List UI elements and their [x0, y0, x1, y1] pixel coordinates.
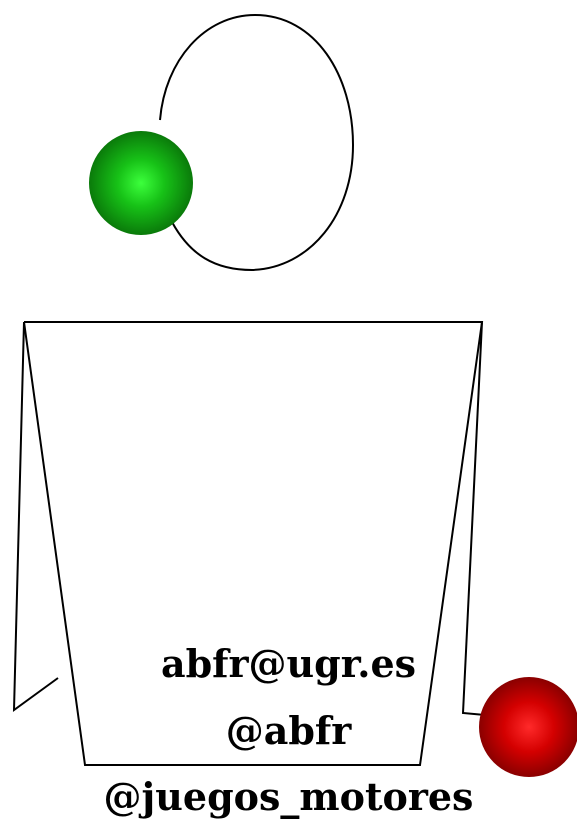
left-fold-path: [12, 321, 59, 713]
author-email: abfr@ugr.es: [160, 641, 417, 686]
author-handle: @abfr: [225, 708, 352, 753]
red-ball: [479, 677, 577, 777]
loop-path: [159, 13, 355, 272]
trapezoid-path: [23, 321, 484, 766]
channel-handle: @juegos_motores: [103, 774, 474, 819]
right-fold-path: [461, 321, 486, 716]
green-ball: [89, 131, 193, 235]
